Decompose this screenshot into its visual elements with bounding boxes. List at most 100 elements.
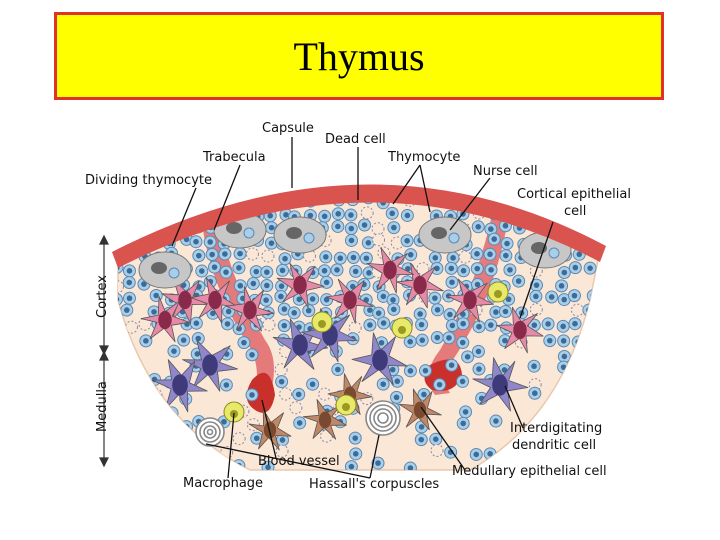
thymocyte bbox=[557, 349, 571, 363]
thymocyte bbox=[192, 249, 206, 263]
thymocyte bbox=[279, 387, 293, 401]
thymocyte bbox=[118, 236, 121, 250]
thymocyte bbox=[122, 206, 136, 220]
thymocyte bbox=[177, 333, 191, 347]
thymocyte bbox=[556, 319, 570, 333]
thymocyte bbox=[125, 432, 139, 446]
thymocyte bbox=[571, 405, 585, 419]
thymocyte bbox=[318, 209, 332, 223]
thymocyte bbox=[278, 252, 292, 266]
thymocyte bbox=[376, 289, 390, 303]
thymocyte bbox=[306, 292, 320, 306]
thymocyte bbox=[456, 416, 470, 430]
label-dendritic-cell: dendritic cell bbox=[512, 438, 597, 453]
thymocyte bbox=[568, 317, 582, 331]
thymocyte bbox=[443, 307, 457, 321]
thymocyte bbox=[275, 433, 289, 447]
thymocyte bbox=[372, 306, 386, 320]
thymocyte bbox=[147, 193, 161, 207]
thymocyte bbox=[428, 291, 442, 305]
nurse-cell bbox=[138, 251, 192, 289]
cortical-epithelial-cell bbox=[276, 262, 325, 308]
thymocyte bbox=[456, 374, 470, 388]
thymocyte bbox=[289, 401, 303, 415]
dendritic-cell bbox=[182, 339, 239, 392]
thymocyte bbox=[572, 390, 586, 404]
label-cortical-epithelial: Cortical epithelial bbox=[517, 187, 631, 202]
thymocyte bbox=[471, 220, 485, 234]
thymocyte bbox=[415, 318, 429, 332]
thymocyte bbox=[484, 263, 498, 277]
thymocyte bbox=[232, 459, 246, 470]
thymocyte bbox=[445, 318, 459, 332]
thymocyte bbox=[470, 262, 484, 276]
cortical-epithelial-cell bbox=[190, 277, 239, 324]
thymocyte bbox=[319, 250, 333, 264]
nurse-cell bbox=[273, 216, 327, 254]
thymocyte bbox=[136, 460, 150, 470]
thymocyte bbox=[195, 264, 209, 278]
thymocyte bbox=[459, 405, 473, 419]
thymocyte bbox=[233, 279, 247, 293]
cortical-epithelial-cell bbox=[225, 286, 275, 332]
nurse-cell bbox=[418, 216, 472, 254]
thymocyte bbox=[555, 279, 569, 293]
thymocyte bbox=[331, 363, 345, 377]
thymocyte bbox=[206, 194, 220, 208]
thymocyte bbox=[529, 289, 543, 303]
thymocyte bbox=[162, 193, 176, 207]
medullary-epithelial-cell bbox=[398, 388, 442, 431]
thymocyte bbox=[118, 191, 122, 205]
thymocyte bbox=[218, 247, 232, 261]
thymocyte bbox=[385, 206, 399, 220]
thymocyte bbox=[189, 235, 203, 249]
thymocyte bbox=[571, 335, 585, 349]
thymocyte bbox=[237, 336, 251, 350]
thymocyte bbox=[348, 431, 362, 445]
thymocyte bbox=[138, 389, 152, 403]
thymocyte bbox=[376, 377, 390, 391]
label-medulla: Medulla bbox=[95, 381, 110, 432]
thymocyte bbox=[349, 264, 363, 278]
thymocyte bbox=[203, 235, 217, 249]
thymocyte bbox=[120, 303, 134, 317]
macrophage bbox=[391, 317, 413, 339]
thymocyte bbox=[222, 304, 236, 318]
title-box: Thymus bbox=[54, 12, 664, 100]
thymocyte bbox=[287, 306, 301, 320]
thymocyte bbox=[471, 344, 485, 358]
thymocyte bbox=[320, 293, 334, 307]
thymocyte bbox=[418, 364, 432, 378]
label-macrophage: Macrophage bbox=[183, 476, 264, 491]
thymocyte bbox=[414, 433, 428, 447]
thymocyte bbox=[358, 218, 372, 232]
thymocyte bbox=[442, 331, 456, 345]
thymocyte bbox=[568, 261, 582, 275]
thymocyte bbox=[512, 274, 526, 288]
thymocyte bbox=[387, 221, 401, 235]
thymocyte bbox=[461, 350, 475, 364]
thymocyte bbox=[165, 406, 179, 420]
thymocyte bbox=[542, 206, 556, 220]
thymocyte bbox=[570, 303, 584, 317]
thymocyte bbox=[135, 220, 149, 234]
thymocyte bbox=[484, 318, 498, 332]
thymocyte bbox=[346, 251, 360, 265]
thymocyte bbox=[363, 318, 377, 332]
thymocyte bbox=[349, 447, 363, 461]
thymocyte bbox=[149, 403, 163, 417]
thymocyte bbox=[503, 263, 517, 277]
thymocyte bbox=[118, 292, 123, 306]
cortical-epithelial-cell bbox=[161, 278, 209, 324]
thymocyte bbox=[527, 359, 541, 373]
thymocyte bbox=[245, 348, 259, 362]
thymocyte bbox=[487, 232, 501, 246]
thymocyte bbox=[583, 403, 597, 417]
thymocyte bbox=[260, 265, 274, 279]
thymocyte bbox=[500, 237, 514, 251]
thymocyte bbox=[205, 248, 219, 262]
thymocyte bbox=[555, 389, 569, 403]
thymocyte bbox=[400, 234, 414, 248]
thymocyte bbox=[387, 302, 401, 316]
thymocyte bbox=[245, 247, 259, 261]
